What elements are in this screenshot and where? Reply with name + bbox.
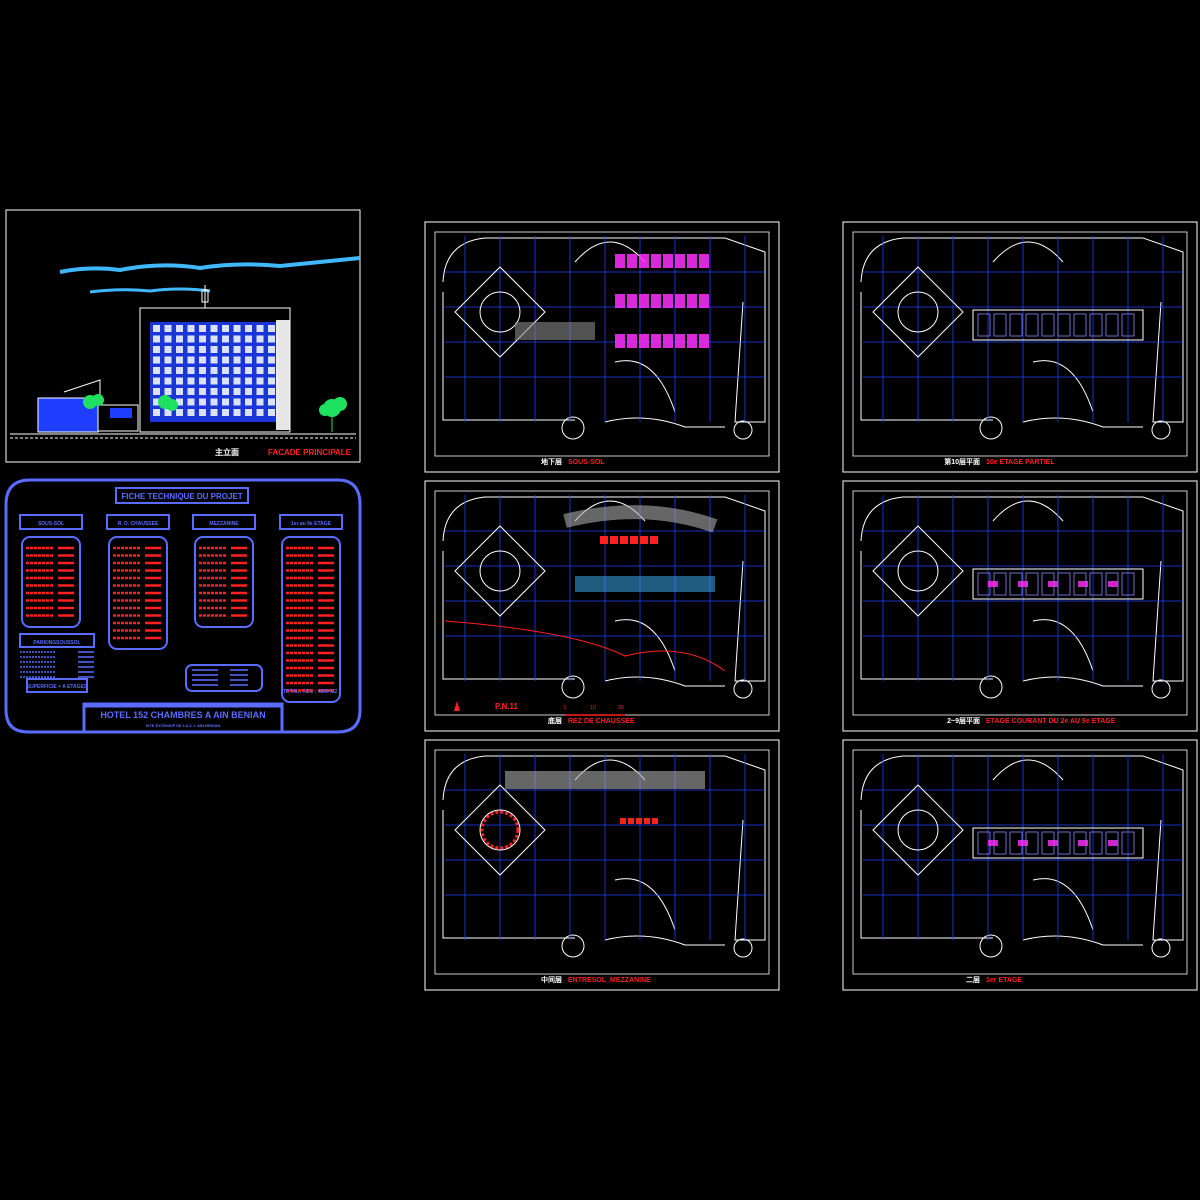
plan-sheet-1er: 二层 1er ETAGE xyxy=(842,739,1198,991)
tower-building xyxy=(139,285,291,433)
parking-box: PARKINGSOUSSOL xyxy=(33,640,80,646)
technical-sheet: FICHE TECHNIQUE DU PROJET SOUS-SOL R. D. … xyxy=(4,478,362,734)
main-block xyxy=(480,771,705,850)
superficie-box: SUPERFICIE + A ETAGES xyxy=(27,684,88,690)
scale-tick-label: 10 xyxy=(590,705,596,711)
sheet-title: SOUS-SOL xyxy=(568,459,605,466)
cloud-line xyxy=(59,256,361,274)
main-block xyxy=(972,568,1144,600)
fiche-column-header: SOUS-SOL xyxy=(38,521,64,527)
main-block xyxy=(972,309,1144,341)
sheet-title-cn: 二层 xyxy=(966,975,980,984)
main-block xyxy=(515,254,709,348)
facade-title: FACADE PRINCIPALE xyxy=(268,448,352,457)
tree-icon xyxy=(83,394,347,417)
facade-sheet: 主立面 FACADE PRINCIPALE xyxy=(5,209,361,463)
project-subtitle: SITE EXTENSIF DE LA Z. I. AIN BENIAN xyxy=(146,723,221,728)
total-label: TOTAL / NDL : 4800 M2 xyxy=(283,689,338,695)
plan-sheet-courant: 2~9层平面 ETAGE COURANT DU 2e AU 9e ETAGE xyxy=(842,480,1198,732)
fiche-header: FICHE TECHNIQUE DU PROJET xyxy=(121,492,242,501)
sheet-title-cn: 2~9层平面 xyxy=(947,716,980,725)
sheet-title: ETAGE COURANT DU 2e AU 9e ETAGE xyxy=(986,718,1116,725)
sheet-title-cn: 中间层 xyxy=(541,975,562,984)
project-title: HOTEL 152 CHAMBRES A AIN BENIAN xyxy=(100,710,265,720)
main-block xyxy=(444,505,726,672)
sheet-title: 10e ETAGE PARTIEL xyxy=(986,459,1055,466)
fiche-column-header: R. D. CHAUSSEE xyxy=(118,521,159,527)
main-block xyxy=(972,827,1144,859)
plan-sheet-rdc: 底层 REZ DE CHAUSSEE P.N.11 0 10 20 xyxy=(424,480,780,732)
plan-sheet-10e-partiel: 第10层平面 10e ETAGE PARTIEL xyxy=(842,221,1198,473)
sheet-title: ENTRESOL_MEZZANINE xyxy=(568,977,651,984)
fiche-column-header: MEZZANINE xyxy=(209,521,239,527)
sheet-title: REZ DE CHAUSSEE xyxy=(568,718,635,725)
sheet-title: 1er ETAGE xyxy=(986,977,1022,984)
cloud-line xyxy=(89,287,211,294)
scale-tick-label: 20 xyxy=(618,705,624,711)
podium-building xyxy=(37,379,139,433)
sheet-title-cn: 第10层平面 xyxy=(944,457,980,466)
sheet-title-cn: 地下层 xyxy=(541,457,562,466)
north-arrow-icon xyxy=(454,701,460,711)
plan-sheet-mezzanine: 中间层 ENTRESOL_MEZZANINE xyxy=(424,739,780,991)
north-label: P.N.11 xyxy=(495,702,519,711)
facade-title-cn: 主立面 xyxy=(215,447,239,457)
fiche-column-header: 1er au 9e ETAGE xyxy=(291,521,332,527)
sheet-title-cn: 底层 xyxy=(548,716,562,725)
scale-tick-label: 0 xyxy=(564,705,567,711)
plan-sheet-sous-sol: 地下层 SOUS-SOL xyxy=(424,221,780,473)
